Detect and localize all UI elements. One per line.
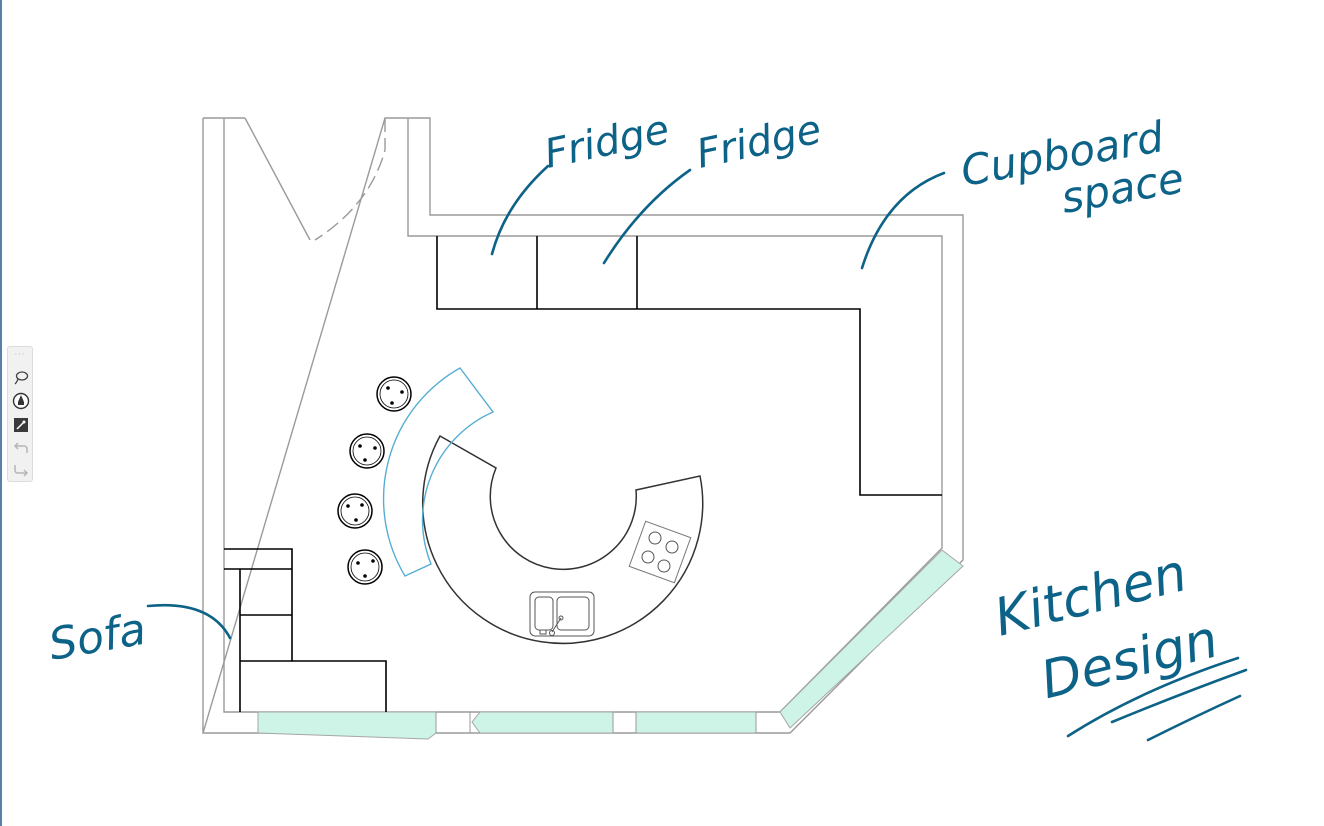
stool <box>347 549 383 585</box>
more-dots-icon[interactable]: ··· <box>14 350 26 359</box>
walls <box>202 117 964 734</box>
sofa <box>224 548 387 712</box>
undo-icon[interactable] <box>12 439 30 457</box>
sofa-label: Sofa <box>45 604 150 671</box>
hob <box>628 520 692 584</box>
ink-toolbar: ··· <box>7 346 33 482</box>
pen-icon[interactable] <box>12 392 30 410</box>
title-underline-1 <box>1066 656 1240 738</box>
windows <box>257 549 964 740</box>
bar-stools <box>337 376 412 585</box>
counters <box>436 236 942 496</box>
fridge-label-2: Fridge <box>693 107 826 178</box>
stool <box>337 493 373 529</box>
stool <box>349 433 385 469</box>
sink <box>529 591 595 637</box>
stool <box>376 376 412 412</box>
ink-strokes <box>146 164 1248 742</box>
cupboard-leader <box>860 171 946 270</box>
eraser-icon[interactable] <box>12 416 30 434</box>
sofa-leader <box>146 603 232 640</box>
fridge-2-leader <box>602 168 692 265</box>
title-underline-3 <box>1146 694 1242 742</box>
lasso-icon[interactable] <box>12 369 30 387</box>
fridge-1-leader <box>490 164 550 256</box>
fridge-label-1: Fridge <box>541 107 674 178</box>
cupboard-label: Cupboard space <box>957 110 1188 239</box>
kitchen-island <box>382 367 704 645</box>
window-left-border <box>0 0 2 826</box>
title-underline-2 <box>1110 668 1248 724</box>
redo-icon[interactable] <box>12 461 30 479</box>
